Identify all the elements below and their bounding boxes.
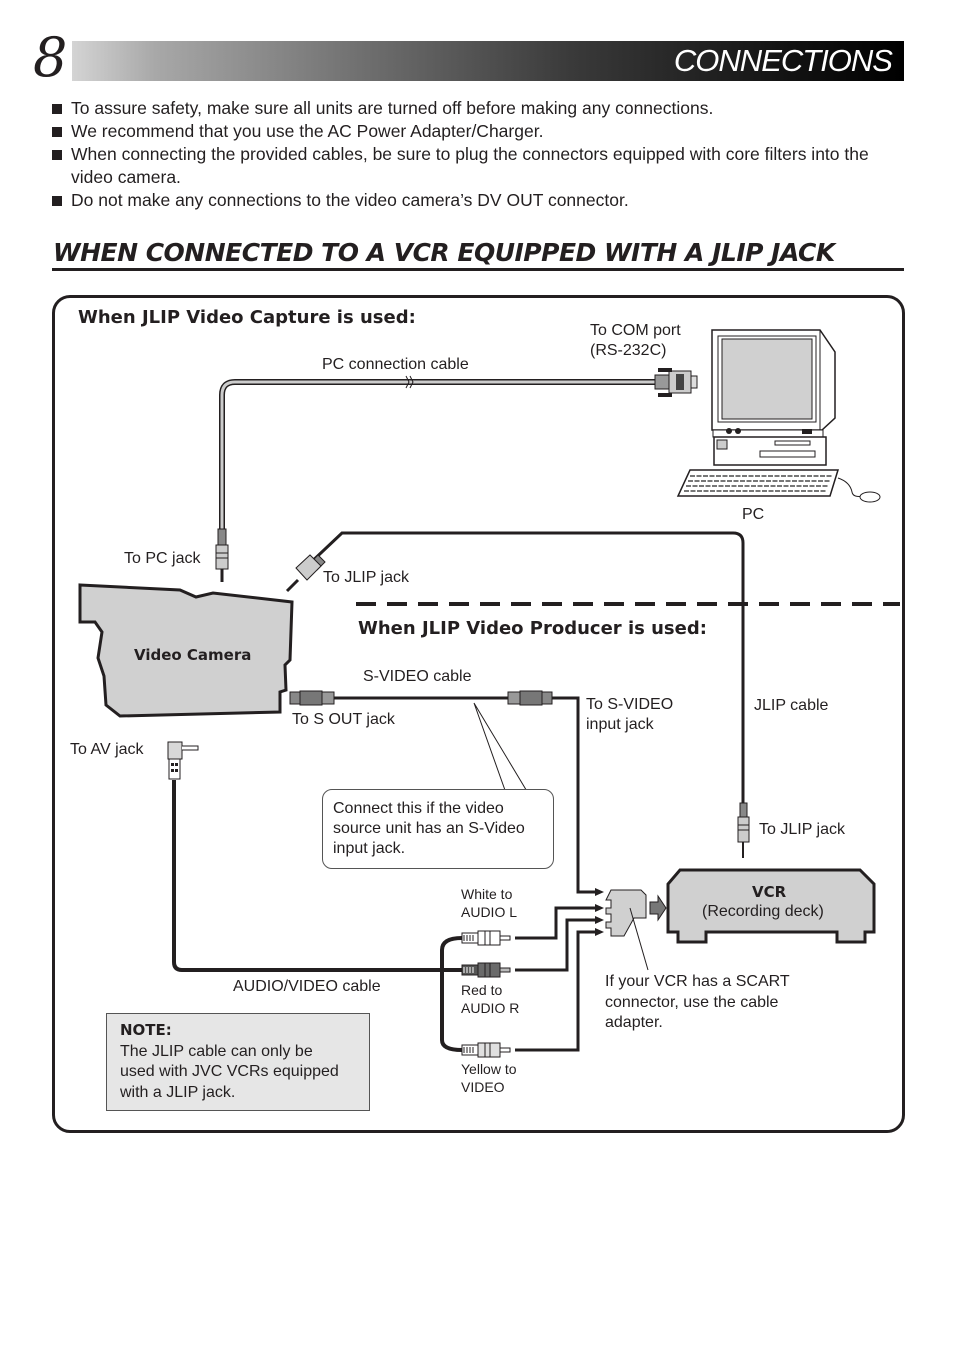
jlip-cable [303, 531, 745, 808]
section-heading: WHEN CONNECTED TO A VCR EQUIPPED WITH A … [53, 238, 835, 267]
video-camera-icon [78, 583, 294, 718]
pc-label: PC [742, 506, 765, 523]
callout-pointer [473, 702, 529, 794]
to-jlip-jack-camera-label: To JLIP jack [323, 569, 409, 586]
to-pc-jack-label: To PC jack [124, 550, 201, 567]
header-gradient-bar [72, 41, 904, 81]
jlip-cable-label: JLIP cable [754, 697, 829, 714]
pc-connection-cable [219, 375, 660, 545]
capture-heading: When JLIP Video Capture is used: [78, 307, 416, 328]
producer-heading: When JLIP Video Producer is used: [358, 618, 707, 639]
rca-plug-yellow-icon [461, 1042, 511, 1058]
square-bullet-icon [52, 150, 62, 160]
bullet-item: When connecting the provided cables, be … [52, 143, 902, 189]
square-bullet-icon [52, 127, 62, 137]
vcr-subtitle: (Recording deck) [702, 903, 824, 920]
video-camera-label: Video Camera [134, 646, 252, 664]
scart-pointer [629, 907, 649, 971]
diagram-frame [52, 295, 905, 1133]
rca-leads [515, 906, 595, 1052]
vcr-title: VCR [752, 883, 787, 901]
bullet-item: Do not make any connections to the video… [52, 189, 902, 212]
cable-break-icon [405, 375, 414, 389]
to-av-jack-label: To AV jack [70, 741, 144, 758]
arrowheads [595, 904, 604, 936]
pc-connection-cable-label: PC connection cable [322, 356, 469, 373]
pc-jack-plug-icon [215, 528, 229, 582]
square-bullet-icon [52, 104, 62, 114]
s-video-plug-left-icon [289, 690, 335, 706]
bullet-item: To assure safety, make sure all units ar… [52, 97, 902, 120]
pc-computer-icon [676, 329, 881, 503]
arrow-right-icon [649, 894, 667, 922]
rca-plug-white-icon [461, 930, 511, 946]
av-cable-label: AUDIO/VIDEO cable [233, 978, 381, 995]
to-s-out-jack-label: To S OUT jack [292, 711, 395, 728]
vcr-icon [666, 868, 876, 944]
square-bullet-icon [52, 196, 62, 206]
page-number: 8 [33, 26, 68, 89]
jlip-plug-camera-icon [285, 554, 326, 593]
audio-video-cable [172, 780, 463, 1052]
page-title: CONNECTIONS [673, 43, 893, 78]
note-title: NOTE: [120, 1021, 172, 1039]
s-video-plug-right-icon [507, 690, 553, 706]
av-jack-plug-icon [167, 741, 199, 780]
com-port-label: To COM port(RS-232C) [590, 322, 681, 359]
s-video-cable-label: S-VIDEO cable [363, 668, 472, 685]
note-box: NOTE: The JLIP cable can only be used wi… [106, 1013, 370, 1111]
db9-connector-icon [654, 368, 698, 397]
s-video-callout: Connect this if the video source unit ha… [322, 789, 554, 869]
s-video-cable [334, 696, 604, 896]
bullet-item: We recommend that you use the AC Power A… [52, 120, 902, 143]
jlip-plug-vcr-icon [737, 802, 750, 858]
to-jlip-jack-vcr-label: To JLIP jack [759, 821, 845, 838]
section-underline [52, 268, 904, 271]
safety-bullet-list: To assure safety, make sure all units ar… [52, 97, 902, 212]
scart-adapter-icon [605, 889, 647, 937]
rca-plug-red-icon [461, 962, 511, 978]
